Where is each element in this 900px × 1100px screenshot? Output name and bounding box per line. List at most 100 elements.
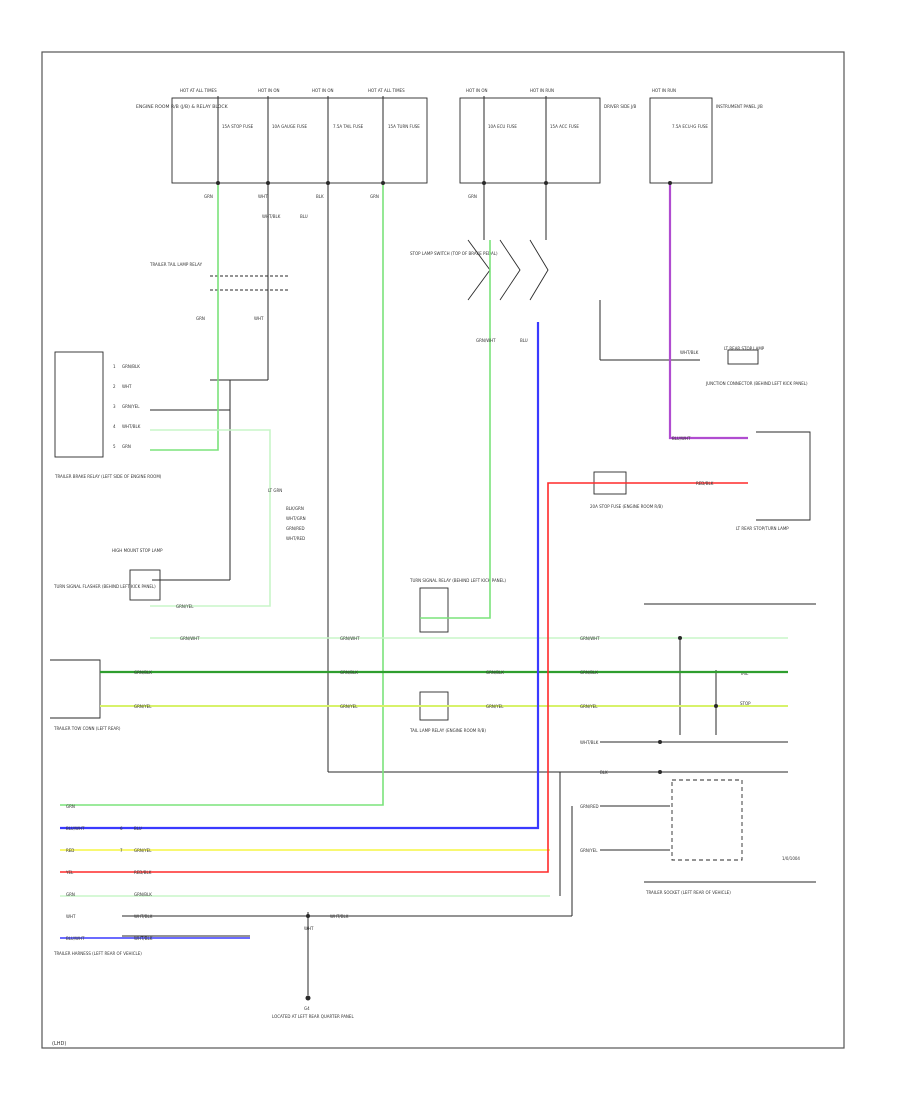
wire-label-grn-yel-6: GRN/YEL xyxy=(580,848,598,853)
fuse-header-1: HOT AT ALL TIMES xyxy=(180,88,217,93)
fuse-1-label: 15A STOP FUSE xyxy=(222,124,254,129)
fuse-header-7: HOT IN RUN xyxy=(652,88,676,93)
wire-label-grn-red-2: GRN/RED xyxy=(286,526,305,531)
fuse-7-label: 7.5A ECU-IG FUSE xyxy=(672,124,708,129)
wire-label-wht-red: WHT/RED xyxy=(286,536,305,541)
wire-label-red-blk-2: RED/BLK xyxy=(134,870,152,875)
ground-desc-label: LOCATED AT LEFT REAR QUARTER PANEL xyxy=(272,1014,354,1019)
turn-signal-relay: TURN SIGNAL RELAY (BEHIND LEFT KICK PANE… xyxy=(409,578,506,633)
wire-label-blu-wht-2: BLU/WHT xyxy=(66,826,85,831)
wire-label-blu: BLU xyxy=(300,214,308,219)
wire-label-wht-3: WHT xyxy=(66,914,76,919)
junction-label: JUNCTION CONNECTOR (BEHIND LEFT KICK PAN… xyxy=(705,381,808,386)
pin-2: 2 xyxy=(113,384,116,389)
high-mount-stop-lamp: HIGH MOUNT STOP LAMP xyxy=(112,548,163,601)
engine-room-label: ENGINE ROOM R/B (J/B) & RELAY BLOCK xyxy=(136,104,229,110)
wire-label-blu-3: BLU xyxy=(134,826,142,831)
green-wires xyxy=(60,183,788,897)
wire-label-wht-blk-3: WHT/BLK xyxy=(580,740,599,745)
wire-label-grn-red: GRN/RED xyxy=(580,804,599,809)
lt-rear-stop-turn-lamp: LT REAR STOP/TURN LAMP xyxy=(736,431,811,531)
trailer-tow-label: TRAILER TOW CONN (LEFT REAR) xyxy=(53,726,121,731)
wire-label-blk-grn: BLK/GRN xyxy=(286,506,304,511)
wire-label-grn-blk-3: GRN/BLK xyxy=(486,670,504,675)
wire-label-blu-wht-3: BLU/WHT xyxy=(66,936,85,941)
wire-label-grn: GRN xyxy=(204,194,213,199)
green-wire-1 xyxy=(150,183,219,451)
wire-label-blu-2: BLU xyxy=(520,338,528,343)
wire-label-wht-blk-4: WHT/BLK xyxy=(134,914,153,919)
wire-label-grn-yel-7: GRN/YEL xyxy=(134,848,152,853)
turn-signal-flasher: TURN SIGNAL FLASHER (BEHIND LEFT KICK PA… xyxy=(53,584,156,589)
wire-label-grn-wht-3: GRN/WHT xyxy=(340,636,360,641)
trailer-connector-right: TAIL STOP TRAILER SOCKET (LEFT REAR OF V… xyxy=(644,603,816,895)
wire-label-wht-blk-5: WHT/BLK xyxy=(134,936,153,941)
turn-relay-label: TURN SIGNAL RELAY (BEHIND LEFT KICK PANE… xyxy=(409,578,506,583)
wire-label-red: RED xyxy=(66,848,74,853)
relay-desc-label: TRAILER TAIL LAMP RELAY xyxy=(149,262,203,267)
pin-3: 3 xyxy=(113,404,116,409)
pin-4: 4 xyxy=(113,424,116,429)
wire-label-red-blk: RED/BLK xyxy=(696,481,714,486)
wire-label-wht: WHT xyxy=(258,194,268,199)
bottom-right-code: 1/0/1004 xyxy=(782,856,800,861)
wire-label-wht-4: WHT xyxy=(304,926,314,931)
wire-labels: GRN WHT BLK GRN GRN WHT/BLK BLU GRN WHT … xyxy=(65,194,714,941)
trailer-tow-connector: TRAILER TOW CONN (LEFT REAR) xyxy=(50,659,121,731)
wire-label-grn-blk-2: GRN/BLK xyxy=(340,670,358,675)
wire-label-grn-wht-4: GRN/WHT xyxy=(580,636,600,641)
fuse-header-5: HOT IN ON xyxy=(466,88,487,93)
purple-wire xyxy=(668,183,748,440)
driver-jb-label: DRIVER SIDE J/B xyxy=(604,104,636,109)
wire-label-grn-4: GRN xyxy=(196,316,205,321)
wire-label-grn-wht-2: GRN/WHT xyxy=(180,636,200,641)
black-wires xyxy=(122,183,788,937)
ground-label: G4 xyxy=(304,1006,310,1011)
wire-label-grn-yel-5: GRN/YEL xyxy=(580,704,598,709)
wire-label-grn-yel-2: GRN/YEL xyxy=(134,704,152,709)
note-bottom-left: (LHD) xyxy=(52,1041,66,1047)
tail-relay-label: TAIL LAMP RELAY (ENGINE ROOM R/B) xyxy=(409,728,486,733)
fuse-4-label: 15A TURN FUSE xyxy=(388,124,420,129)
trailer-relay-label: TRAILER BRAKE RELAY (LEFT SIDE OF ENGINE… xyxy=(54,474,162,479)
trailer-harness-label: TRAILER HARNESS (LEFT REAR OF VEHICLE) xyxy=(53,951,142,956)
high-mount-label: HIGH MOUNT STOP LAMP xyxy=(112,548,163,553)
turn-signal-label: TURN SIGNAL FLASHER (BEHIND LEFT KICK PA… xyxy=(53,584,156,589)
trailer-socket-label: TRAILER SOCKET (LEFT REAR OF VEHICLE) xyxy=(645,890,731,895)
fuse-3-label: 7.5A TAIL FUSE xyxy=(333,124,364,129)
wire-label-grn-yel: GRN/YEL xyxy=(176,604,194,609)
wire-label-grn-3: GRN xyxy=(468,194,477,199)
fuse-header-4: HOT AT ALL TIMES xyxy=(368,88,405,93)
pin-6: 6 xyxy=(120,826,123,831)
fuse-5-label: 10A ECU FUSE xyxy=(488,124,517,129)
left-pin-1: GRN/BLK xyxy=(122,364,140,369)
blue-wire-1 xyxy=(60,322,540,830)
top-fuse-block-mid: HOT IN ON HOT IN RUN 10A ECU FUSE 15A AC… xyxy=(459,88,636,184)
trailer-relay-connector: TRAILER BRAKE RELAY (LEFT SIDE OF ENGINE… xyxy=(54,351,162,479)
green-wire-5 xyxy=(420,240,491,619)
pin-7: 7 xyxy=(120,848,123,853)
trailer-tail-relay: TRAILER TAIL LAMP RELAY xyxy=(149,262,290,291)
pin-numbers: 1 2 3 4 5 6 7 xyxy=(113,364,123,853)
wire-label-grn-wht: GRN/WHT xyxy=(476,338,496,343)
stop-lamp-switch: STOP LAMP SWITCH (TOP OF BRAKE PEDAL) xyxy=(410,239,549,301)
lt-rear-stop-lamp: LT REAR STOP LAMP xyxy=(724,346,765,365)
tail-lamp-relay: TAIL LAMP RELAY (ENGINE ROOM R/B) xyxy=(409,691,486,733)
wire-label-wht-blk: WHT/BLK xyxy=(262,214,281,219)
wire-label-wht-blk-6: WHT/BLK xyxy=(330,914,349,919)
pin-1: 1 xyxy=(113,364,116,369)
top-fuse-block-left: ENGINE ROOM R/B (J/B) & RELAY BLOCK HOT … xyxy=(136,88,428,184)
green-wire-2 xyxy=(60,183,384,806)
wire-label-wht-grn: WHT/GRN xyxy=(286,516,306,521)
wire-label-grn-6: GRN xyxy=(66,892,75,897)
diagram-frame xyxy=(41,51,845,1049)
fuse-6-label: 15A ACC FUSE xyxy=(550,124,579,129)
left-pin-4: WHT/BLK xyxy=(122,424,141,429)
wire-label-grn-yel-3: GRN/YEL xyxy=(340,704,358,709)
wire-label-blk: BLK xyxy=(316,194,324,199)
red-wire xyxy=(60,482,748,873)
fuse-right-label: 20A STOP FUSE (ENGINE ROOM R/B) xyxy=(590,504,663,509)
trailer-harness: TRAILER HARNESS (LEFT REAR OF VEHICLE) xyxy=(53,951,142,956)
lt-rear-stop-label: LT REAR STOP LAMP xyxy=(724,346,765,351)
brake-switch-label: STOP LAMP SWITCH (TOP OF BRAKE PEDAL) xyxy=(410,251,498,256)
